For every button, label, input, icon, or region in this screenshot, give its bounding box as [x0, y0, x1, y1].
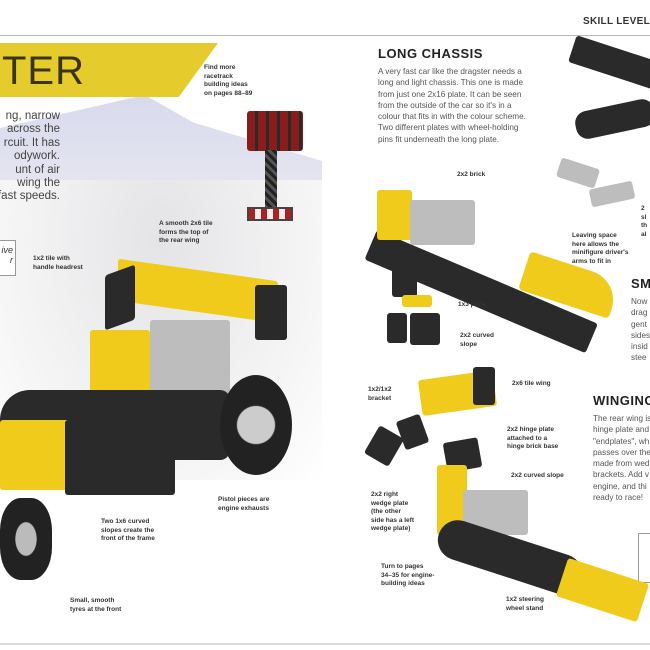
callout-curved-slope-2: 2x2 curved slope — [511, 472, 564, 479]
callout-front-frame: Two 1x6 curved slopes create the front o… — [101, 518, 155, 542]
callout-1x3-plate: 1x3 plate — [458, 301, 486, 308]
intro-line: unt of air — [15, 163, 60, 176]
callout-brick: 2x2 brick — [457, 171, 486, 178]
callout-steering: 1x2 steering wheel stand — [506, 596, 544, 612]
intro-line: ng, narrow — [5, 110, 60, 122]
winging-heading: WINGING — [593, 393, 650, 408]
small-section-body: Now drag gent sides insid stee — [631, 297, 650, 363]
long-chassis-body: A very fast car like the dragster needs … — [378, 67, 526, 144]
wing-build-model — [363, 365, 650, 635]
callout-cut-right: 2 sl th al — [641, 205, 648, 238]
callout-curved-slope: 2x2 curved slope — [460, 332, 494, 348]
callout-headrest: 1x2 tile with handle headrest — [33, 255, 83, 271]
dragster-model — [0, 258, 300, 590]
callout-engine: Turn to pages 34–35 for engine- building… — [381, 563, 435, 587]
callout-exhausts: Pistol pieces are engine exhausts — [218, 496, 270, 512]
callout-rear-wing: A smooth 2x6 tile forms the top of the r… — [159, 220, 213, 244]
starting-lights-model — [245, 105, 305, 225]
callout-hinge: 2x2 hinge plate attached to a hinge bric… — [507, 426, 559, 450]
long-chassis-heading: LONG CHASSIS — [378, 46, 483, 61]
skill-level-label: SKILL LEVEL — [582, 16, 650, 27]
intro-line: odywork. — [13, 150, 60, 163]
title-banner — [0, 43, 218, 97]
chassis-build-model — [364, 185, 622, 354]
tip-box: ive r — [0, 240, 16, 276]
intro-line: across the — [6, 123, 60, 136]
winging-body: The rear wing is hinge plate and "endpla… — [593, 414, 650, 503]
footer-rule — [0, 643, 650, 645]
callout-tile-wing: 2x6 tile wing — [512, 380, 551, 387]
callout-tyres: Small, smooth tyres at the front — [70, 597, 122, 613]
page-title: TER — [2, 49, 85, 93]
callout-space: Leaving space here allows the minifigure… — [572, 232, 629, 265]
intro-line: fast speeds. — [0, 190, 60, 203]
callout-wedge: 2x2 right wedge plate (the other side ha… — [371, 491, 414, 532]
intro-line: rcuit. It has — [3, 136, 60, 149]
small-section-heading: SM — [631, 276, 650, 291]
callout-racetrack: Find more racetrack building ideas on pa… — [204, 64, 253, 97]
callout-bracket: 1x2/1x2 bracket — [368, 386, 392, 402]
intro-line: wing the — [17, 177, 60, 189]
header-rule — [0, 35, 650, 36]
